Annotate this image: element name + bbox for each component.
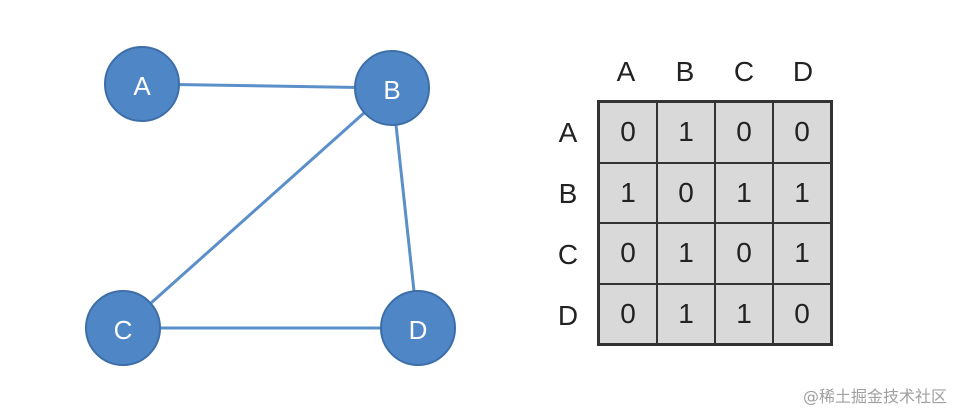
matrix-cell-d-d: 0 [773, 283, 831, 344]
node-d-circle [380, 290, 456, 366]
matrix-cell-a-c: 0 [715, 102, 773, 163]
node-c-circle [85, 290, 161, 366]
node-c-label: C [114, 315, 133, 345]
matrix-cell-b-d: 1 [773, 162, 831, 223]
matrix-cell-a-b: 1 [657, 102, 715, 163]
edge-b-c [122, 86, 393, 330]
matrix-column-header-b: B [675, 56, 695, 87]
matrix-row-header-b: B [558, 178, 578, 209]
matrix-cell-c-d: 1 [773, 223, 831, 284]
adjacency-matrix: 0 1 0 0 1 0 1 1 0 1 0 1 0 1 1 0 [597, 100, 833, 346]
node-b: B [354, 50, 430, 126]
matrix-cell-b-c: 1 [715, 162, 773, 223]
node-b-circle [354, 50, 430, 126]
node-a: A [104, 46, 180, 122]
node-d: D [380, 290, 456, 366]
matrix-cell-c-a: 0 [599, 223, 657, 284]
matrix-row-header-c: C [557, 239, 579, 270]
matrix-cell-a-d: 0 [773, 102, 831, 163]
matrix-cell-b-a: 1 [599, 162, 657, 223]
matrix-cell-d-b: 1 [657, 283, 715, 344]
node-c: C [85, 290, 161, 366]
matrix-column-header-a: A [616, 56, 636, 87]
edge-b-d [390, 87, 420, 329]
matrix-column-header-d: D [792, 56, 814, 87]
node-d-label: D [409, 315, 428, 345]
matrix-cell-c-b: 1 [657, 223, 715, 284]
matrix-column-header-c: C [733, 56, 755, 87]
matrix-cell-a-a: 0 [599, 102, 657, 163]
node-a-circle [104, 46, 180, 122]
node-a-label: A [133, 71, 151, 101]
matrix-cell-d-c: 1 [715, 283, 773, 344]
matrix-cell-b-b: 0 [657, 162, 715, 223]
matrix-cell-c-c: 0 [715, 223, 773, 284]
matrix-row-header-d: D [557, 300, 579, 331]
node-b-label: B [383, 75, 400, 105]
matrix-row-header-a: A [558, 117, 578, 148]
matrix-cell-d-a: 0 [599, 283, 657, 344]
watermark: @稀土掘金技术社区 [802, 387, 947, 406]
edge-a-b [141, 82, 393, 90]
